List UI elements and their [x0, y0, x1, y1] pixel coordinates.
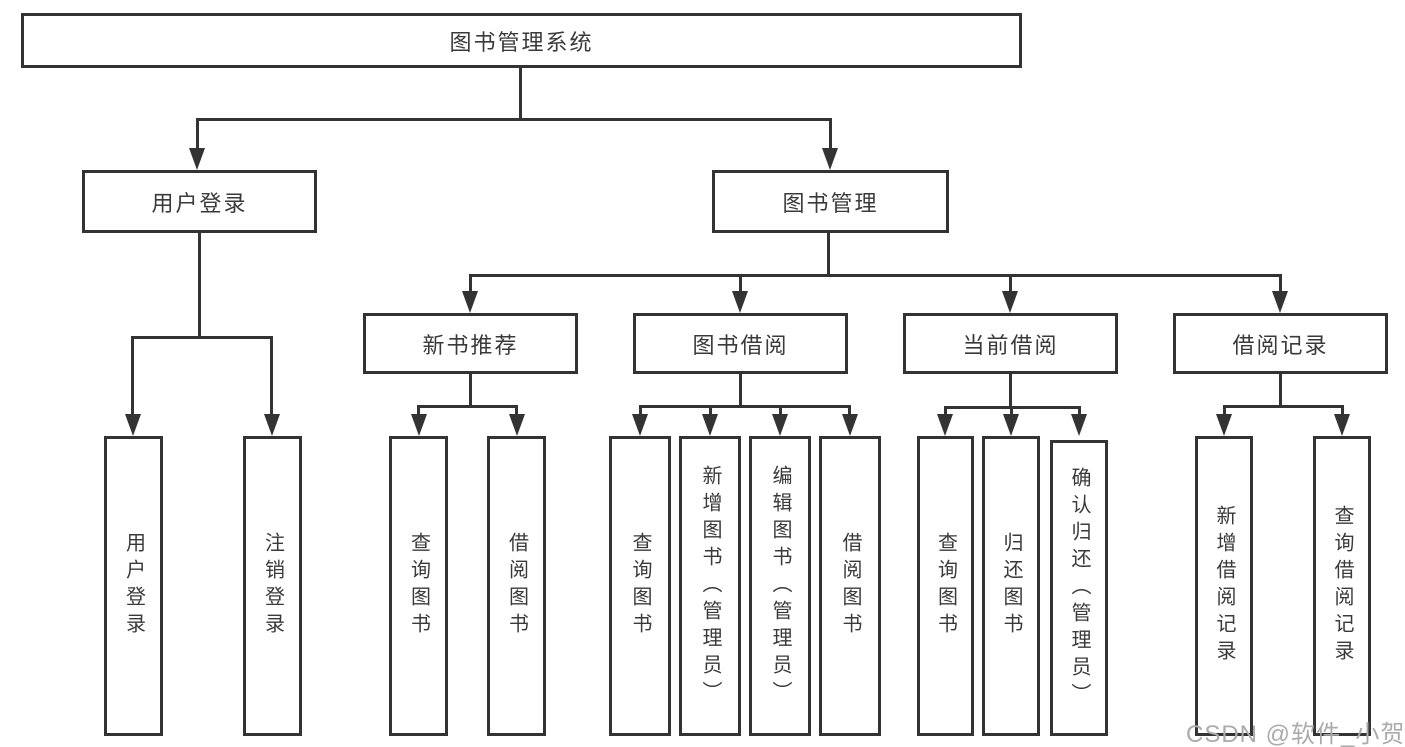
leaf-label: 注销登录 — [261, 532, 284, 640]
connector-user-login-horizontal — [131, 336, 273, 339]
arrow-down-icon — [1216, 414, 1232, 436]
arrow-down-icon — [264, 414, 280, 436]
leaf-label: 归还图书 — [1000, 532, 1022, 640]
leaf-label: 查询图书 — [407, 532, 430, 640]
node-user-login-label: 用户登录 — [151, 190, 248, 216]
leaf-query-borrow-record: 查询借阅记录 — [1313, 436, 1371, 736]
arrow-down-icon — [1003, 414, 1019, 436]
node-new-book-recommend-label: 新书推荐 — [422, 332, 519, 358]
connector-leaf-shaft — [639, 405, 642, 417]
connector-leaf-shaft — [1223, 405, 1226, 417]
connector-root-stub — [519, 68, 522, 118]
node-root: 图书管理系统 — [21, 13, 1022, 68]
connector-user-login-stub — [198, 233, 201, 336]
connector-user-login-shaft — [196, 118, 199, 150]
leaf-confirm-return-admin: 确认归还（管理员） — [1050, 440, 1108, 736]
connector-leaf-shaft — [131, 336, 134, 416]
csdn-watermark: CSDN @软件_小贺同学 — [1186, 721, 1405, 747]
connector-leaf-shaft — [709, 405, 712, 417]
arrow-down-icon — [462, 291, 478, 313]
arrow-down-icon — [632, 414, 648, 436]
connector-leaf-shaft — [515, 405, 518, 417]
node-borrowing-records-label: 借阅记录 — [1232, 332, 1329, 358]
connector-stub — [469, 374, 472, 407]
arrow-down-icon — [842, 414, 858, 436]
node-new-book-recommend: 新书推荐 — [363, 313, 578, 374]
connector-root-horizontal — [196, 118, 832, 121]
leaf-label: 确认归还（管理员） — [1068, 466, 1090, 710]
connector-stub — [1009, 374, 1012, 409]
connector-leaf-shaft — [944, 406, 947, 417]
arrow-down-icon — [1272, 291, 1288, 313]
arrow-down-icon — [732, 291, 748, 313]
arrow-down-icon — [411, 414, 427, 436]
arrow-down-icon — [509, 414, 525, 436]
node-root-label: 图书管理系统 — [449, 29, 594, 55]
connector-leaf-shaft — [1010, 406, 1013, 417]
node-book-borrowing-label: 图书借阅 — [692, 332, 789, 358]
leaf-query-books: 查询图书 — [609, 436, 671, 736]
node-book-management-label: 图书管理 — [782, 190, 879, 216]
connector-book-mgmt-shaft — [829, 118, 832, 150]
leaf-label: 用户登录 — [122, 532, 145, 640]
arrow-down-icon — [822, 148, 838, 170]
node-current-borrowing: 当前借阅 — [903, 313, 1118, 374]
connector-leaf-shaft — [417, 405, 420, 417]
connector-leaf-shaft — [1078, 406, 1081, 417]
arrow-down-icon — [125, 414, 141, 436]
connector-leaf-shaft — [848, 405, 851, 417]
arrow-down-icon — [702, 414, 718, 436]
connector-level3-shaft — [1279, 274, 1282, 293]
leaf-return-books: 归还图书 — [982, 436, 1040, 736]
leaf-query-books: 查询图书 — [389, 436, 448, 736]
connector-level3-shaft — [1009, 274, 1012, 293]
leaf-label: 查询图书 — [629, 532, 651, 640]
arrow-down-icon — [937, 414, 953, 436]
connector-stub — [739, 374, 742, 407]
connector-book-mgmt-horizontal — [469, 274, 1282, 277]
leaf-edit-books-admin: 编辑图书（管理员） — [749, 436, 811, 736]
leaf-user-login: 用户登录 — [104, 436, 163, 736]
node-book-borrowing: 图书借阅 — [633, 313, 848, 374]
connector-horizontal — [639, 405, 851, 408]
connector-horizontal — [417, 405, 518, 408]
connector-stub — [1279, 374, 1282, 407]
leaf-query-books: 查询图书 — [917, 436, 974, 736]
arrow-down-icon — [189, 148, 205, 170]
leaf-label: 借阅图书 — [505, 532, 528, 640]
leaf-add-borrow-record: 新增借阅记录 — [1195, 436, 1253, 736]
leaf-logout: 注销登录 — [243, 436, 302, 736]
leaf-borrow-books: 借阅图书 — [487, 436, 546, 736]
leaf-label: 新增图书（管理员） — [699, 464, 721, 708]
leaf-label: 编辑图书（管理员） — [769, 464, 791, 708]
node-user-login: 用户登录 — [82, 170, 317, 233]
leaf-label: 查询图书 — [934, 532, 957, 640]
arrow-down-icon — [1002, 291, 1018, 313]
arrow-down-icon — [1334, 414, 1350, 436]
node-book-management: 图书管理 — [712, 170, 949, 233]
connector-leaf-shaft — [1341, 405, 1344, 417]
connector-book-mgmt-stub — [827, 233, 830, 276]
connector-level3-shaft — [739, 274, 742, 293]
leaf-label: 新增借阅记录 — [1213, 505, 1235, 667]
leaf-label: 借阅图书 — [839, 532, 861, 640]
connector-level3-shaft — [469, 274, 472, 293]
node-borrowing-records: 借阅记录 — [1173, 313, 1388, 374]
node-current-borrowing-label: 当前借阅 — [962, 332, 1059, 358]
leaf-add-books-admin: 新增图书（管理员） — [679, 436, 741, 736]
connector-horizontal — [1223, 405, 1343, 408]
leaf-label: 查询借阅记录 — [1331, 505, 1353, 667]
arrow-down-icon — [772, 414, 788, 436]
arrow-down-icon — [1071, 414, 1087, 436]
connector-leaf-shaft — [270, 336, 273, 416]
connector-leaf-shaft — [779, 405, 782, 417]
leaf-borrow-books: 借阅图书 — [819, 436, 881, 736]
